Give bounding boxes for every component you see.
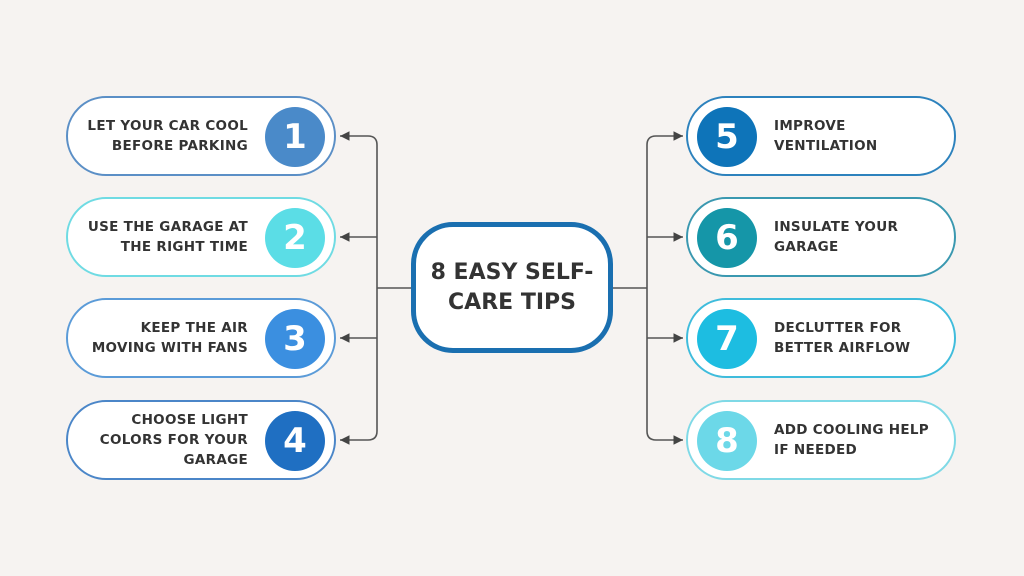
tip-number-badge: 6: [697, 208, 757, 268]
tip-text: DECLUTTER FOR BETTER AIRFLOW: [774, 320, 911, 356]
tip-text: LET YOUR CAR COOL BEFORE PARKING: [87, 118, 248, 154]
tip-8: ADD COOLING HELP IF NEEDED 8: [686, 400, 956, 480]
tip-5: IMPROVE VENTILATION 5: [686, 96, 956, 176]
central-title: 8 EASY SELF-CARE TIPS: [411, 222, 613, 353]
tip-number-badge: 5: [697, 107, 757, 167]
tip-number-badge: 4: [265, 411, 325, 471]
tip-number-badge: 7: [697, 309, 757, 369]
tip-7: DECLUTTER FOR BETTER AIRFLOW 7: [686, 298, 956, 378]
tip-text: KEEP THE AIR MOVING WITH FANS: [91, 320, 248, 356]
tip-3: KEEP THE AIR MOVING WITH FANS 3: [66, 298, 336, 378]
tip-number-badge: 3: [265, 309, 325, 369]
tip-text: ADD COOLING HELP IF NEEDED: [774, 422, 929, 458]
tip-number-badge: 8: [697, 411, 757, 471]
tip-number-badge: 1: [265, 107, 325, 167]
tip-text: IMPROVE VENTILATION: [774, 118, 878, 154]
tip-text: USE THE GARAGE AT THE RIGHT TIME: [87, 219, 248, 255]
tip-text: INSULATE YOUR GARAGE: [774, 219, 899, 255]
tip-6: INSULATE YOUR GARAGE 6: [686, 197, 956, 277]
tip-4: CHOOSE LIGHT COLORS FOR YOUR GARAGE 4: [66, 400, 336, 480]
tip-2: USE THE GARAGE AT THE RIGHT TIME 2: [66, 197, 336, 277]
tip-number-badge: 2: [265, 208, 325, 268]
tip-text: CHOOSE LIGHT COLORS FOR YOUR GARAGE: [99, 412, 248, 468]
title-text: 8 EASY SELF-CARE TIPS: [430, 259, 594, 315]
tip-1: LET YOUR CAR COOL BEFORE PARKING 1: [66, 96, 336, 176]
